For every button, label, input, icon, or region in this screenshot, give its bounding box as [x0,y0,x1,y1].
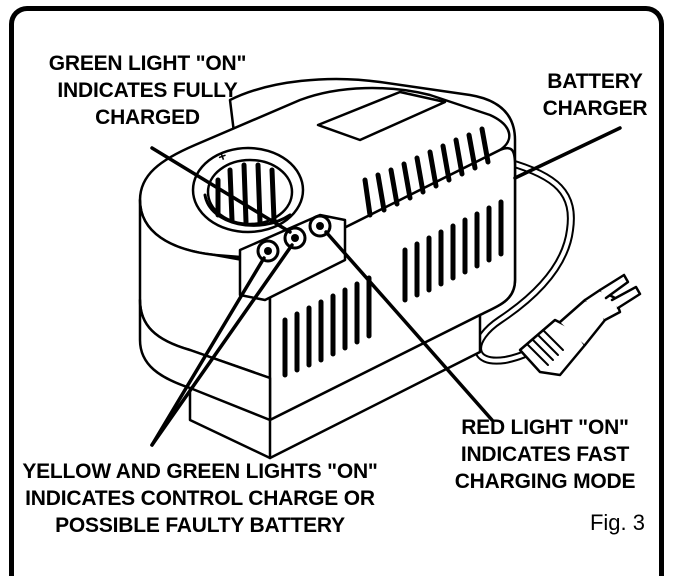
front-vents-right [402,199,504,303]
leader-green [150,146,292,234]
leader-red [324,230,494,422]
leader-yellow [150,256,266,447]
leader-lines [150,126,622,447]
label-red-light: RED LIGHT "ON" INDICATES FAST CHARGING M… [454,416,636,493]
top-vents [362,126,491,218]
battery-socket [191,146,305,234]
leader-green-2 [150,243,294,447]
label-window [316,90,447,142]
power-plug [518,273,642,377]
leader-charger [513,126,622,180]
label-yellow-green-lights: YELLOW AND GREEN LIGHTS "ON" INDICATES C… [22,460,378,537]
label-green-light: GREEN LIGHT "ON" INDICATES FULLY CHARGED [48,52,247,129]
front-vents-left [282,275,372,378]
figure-border [9,6,664,576]
label-battery-charger: BATTERY CHARGER [542,70,648,120]
figure-number: Fig. 3 [589,510,645,535]
